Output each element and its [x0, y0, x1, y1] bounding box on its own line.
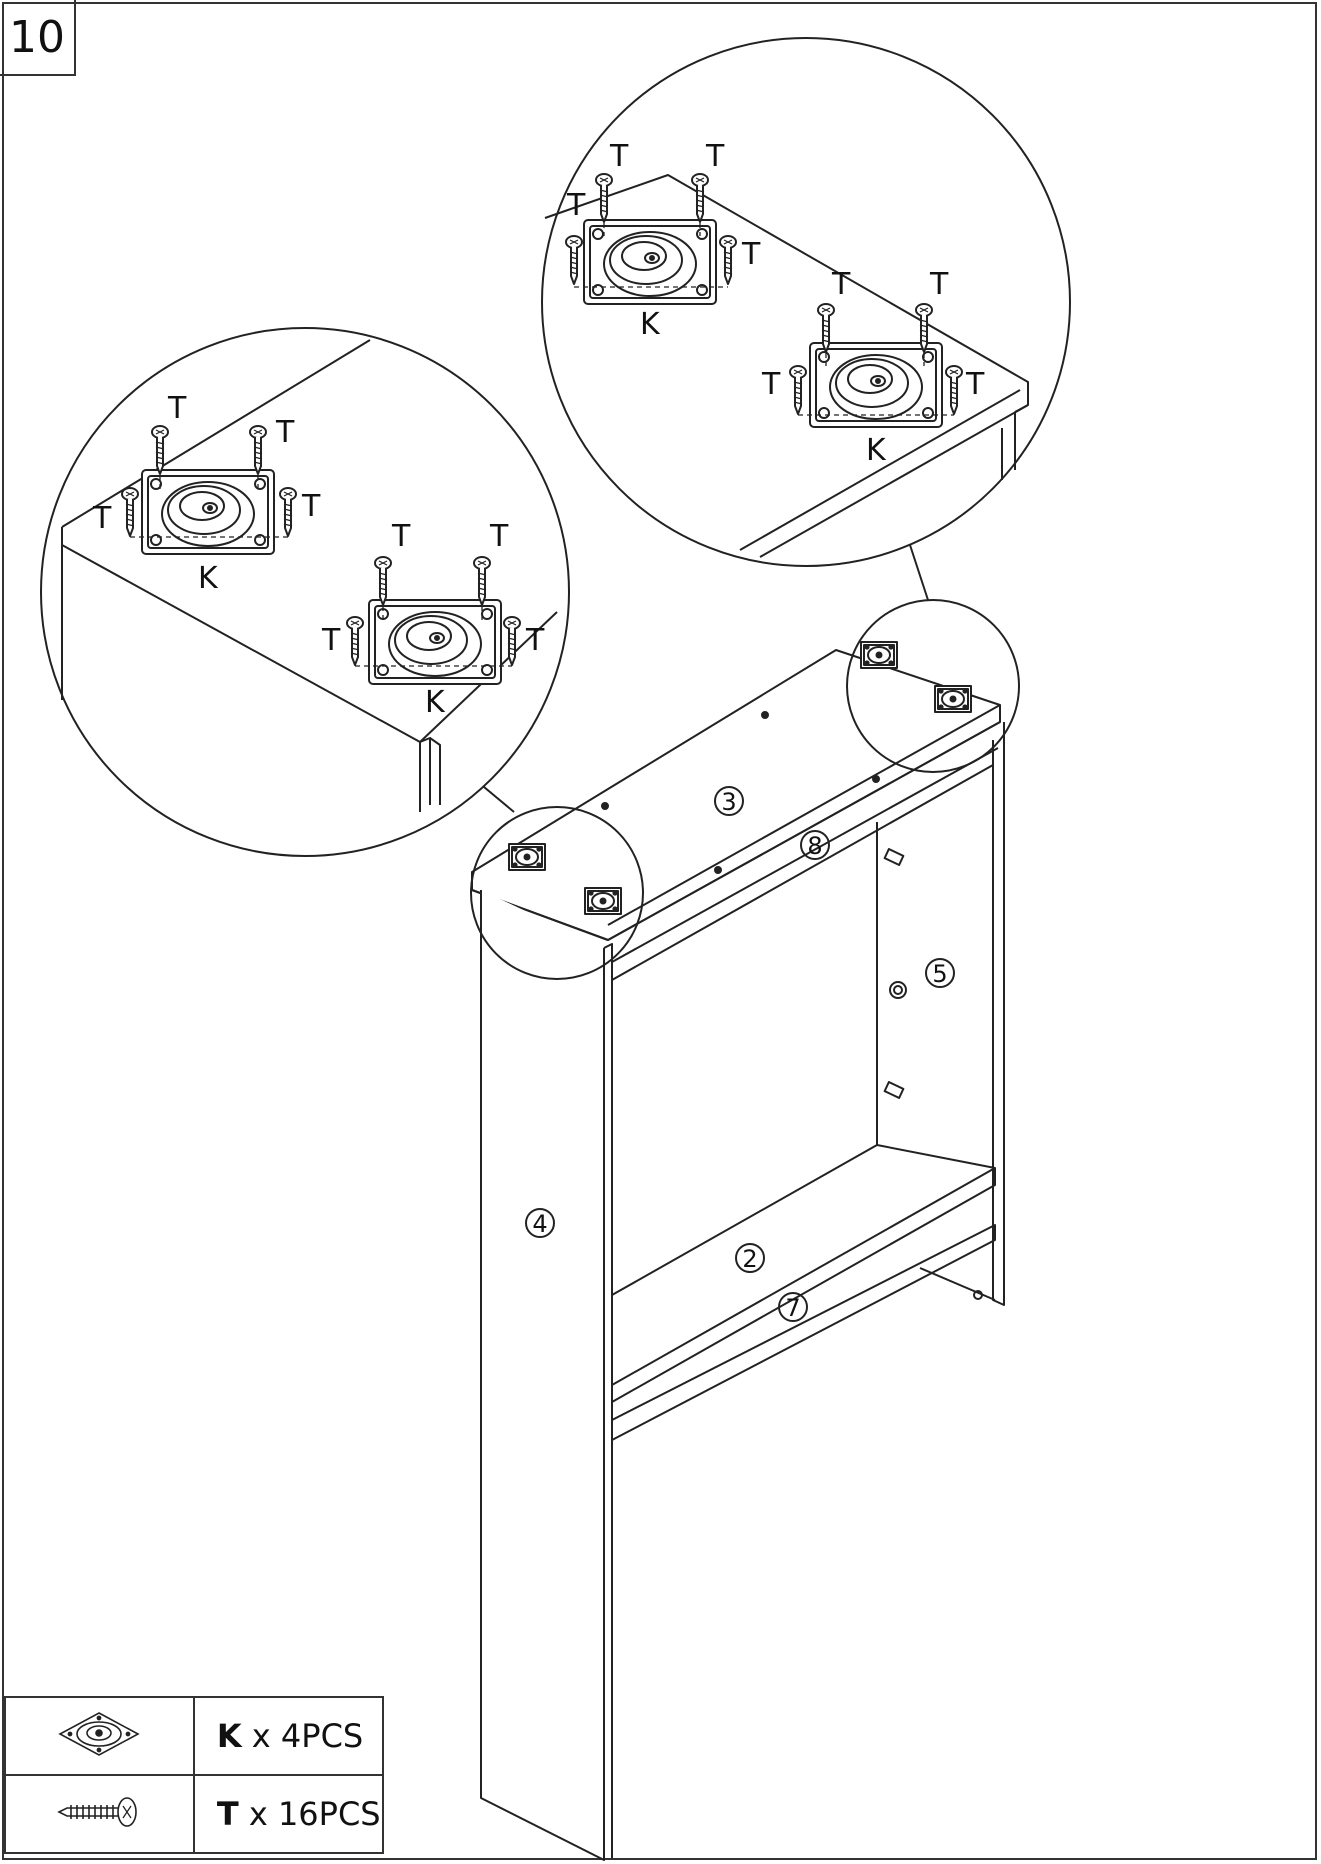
screw-label: T [965, 367, 985, 402]
part-quantity: x 16PCS [248, 1795, 381, 1833]
parts-row: K x 4PCS [4, 1696, 385, 1776]
parts-qty-k: K x 4PCS [192, 1696, 385, 1776]
screw-label: T [92, 501, 112, 536]
part-quantity: x 4PCS [251, 1717, 364, 1755]
part-number-bubbles: 3 8 5 4 2 7 [525, 786, 955, 1322]
screw-label: T [321, 623, 341, 658]
part-number-8: 8 [807, 832, 822, 860]
part-letter: K [216, 1717, 242, 1755]
screw-label: T [525, 623, 545, 658]
screw-label: T [761, 367, 781, 402]
cabinet [471, 641, 1005, 1861]
screw-label: T [705, 139, 725, 174]
part-number-4: 4 [532, 1210, 547, 1238]
screw-label: T [831, 267, 851, 302]
screw-label: T [929, 267, 949, 302]
detail-circle-right-small [846, 599, 1020, 773]
plate-label: K [425, 685, 446, 720]
parts-row: T x 16PCS [4, 1774, 385, 1854]
part-letter: T [216, 1795, 239, 1833]
screw-icon [4, 1774, 195, 1854]
screw-label: T [301, 489, 321, 524]
detail-circle-left [40, 327, 570, 857]
screw-label: T [167, 391, 187, 426]
screw-label: T [741, 237, 761, 272]
plate-label: K [866, 433, 887, 468]
plate-label: K [640, 307, 661, 342]
part-number-7: 7 [785, 1294, 800, 1322]
screw-label: T [275, 415, 295, 450]
parts-qty-t: T x 16PCS [192, 1774, 385, 1854]
plate-label: K [198, 561, 219, 596]
part-number-2: 2 [742, 1245, 757, 1273]
mounting-plate-icon [4, 1696, 195, 1776]
part-number-5: 5 [932, 960, 947, 988]
detail-circle-right [541, 37, 1071, 567]
part-number-3: 3 [721, 788, 736, 816]
step-number: 10 [0, 0, 76, 76]
screw-label: T [489, 519, 509, 554]
parts-list: K x 4PCS T x 16PCS [4, 1696, 385, 1854]
screw-label: T [391, 519, 411, 554]
screw-label: T [609, 139, 629, 174]
detail-circle-left-small [470, 806, 644, 980]
screw-label: T [566, 188, 586, 223]
leader-line-right [909, 544, 929, 601]
